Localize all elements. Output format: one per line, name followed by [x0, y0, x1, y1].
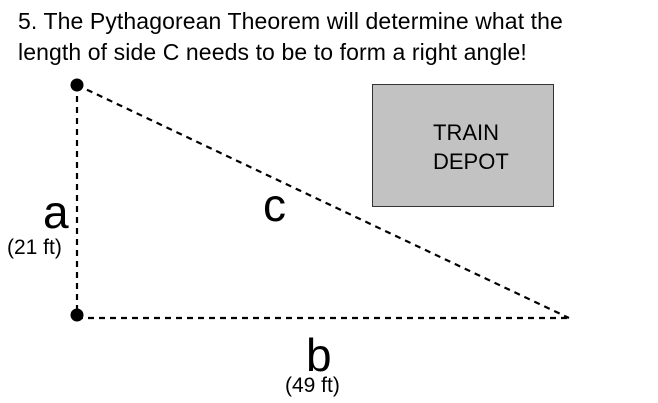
- side-a-label: a: [43, 186, 69, 238]
- question-heading: 5. The Pythagorean Theorem will determin…: [18, 6, 648, 68]
- side-c-dashed-line: [76, 84, 570, 319]
- question-heading-line-1: 5. The Pythagorean Theorem will determin…: [18, 8, 563, 34]
- side-b-length: (49 ft): [285, 374, 340, 397]
- right-angle-vertex-dot: [70, 308, 84, 322]
- side-b-label: b: [306, 329, 332, 381]
- top-vertex-dot: [70, 78, 84, 92]
- train-depot-label-line-2: DEPOT: [433, 149, 509, 174]
- train-depot-label: TRAIN DEPOT: [433, 118, 509, 176]
- train-depot-box: TRAIN DEPOT: [372, 84, 554, 207]
- side-c-label: c: [263, 179, 286, 231]
- train-depot-label-line-1: TRAIN: [433, 120, 499, 145]
- question-heading-line-2: length of side C needs to be to form a r…: [18, 39, 527, 65]
- side-a-length: (21 ft): [7, 236, 62, 259]
